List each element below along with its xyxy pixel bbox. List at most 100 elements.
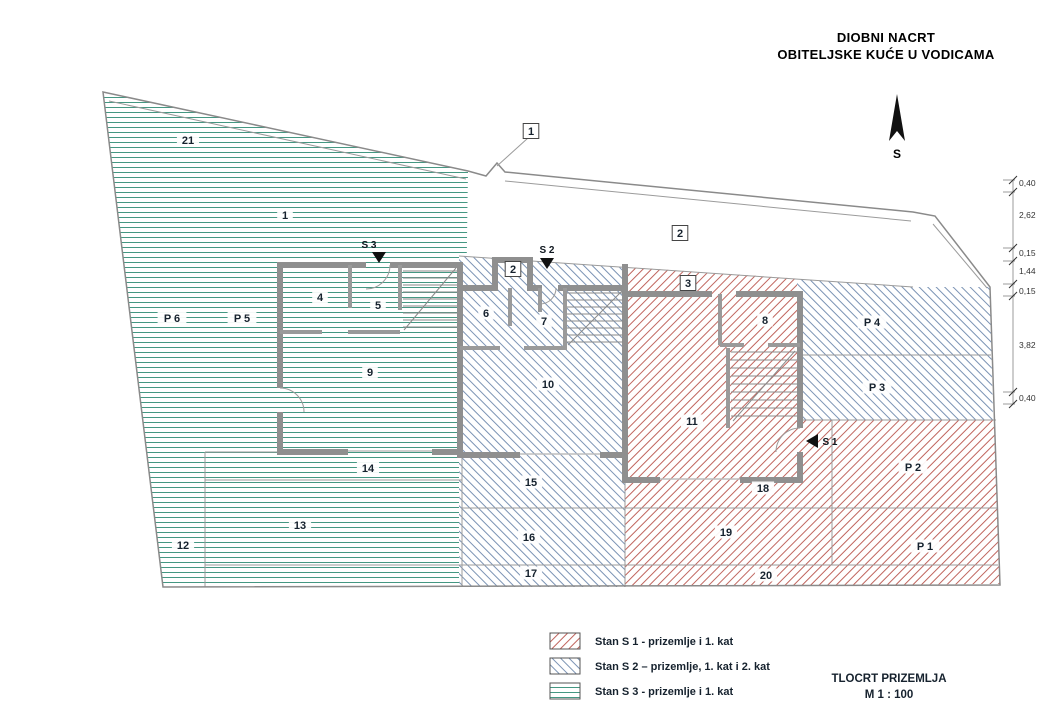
dimension-chain: 0,40 2,62 0,15 1,44 0,15 3,82 0,40 xyxy=(1003,175,1036,409)
title-block: DIOBNI NACRT OBITELJSKE KUĆE U VODICAMA xyxy=(777,30,995,62)
entrance-arrow-down-icon xyxy=(540,258,554,269)
door-arcs xyxy=(279,264,801,453)
svg-text:4: 4 xyxy=(317,292,324,304)
area-label: 15 xyxy=(519,475,543,489)
svg-text:6: 6 xyxy=(483,308,489,320)
svg-text:8: 8 xyxy=(762,315,768,327)
svg-text:P 6: P 6 xyxy=(164,313,180,325)
region-stan-s1-red xyxy=(625,267,1000,586)
svg-text:5: 5 xyxy=(375,300,381,312)
area-label: P 6 xyxy=(157,311,187,325)
area-label: 11 xyxy=(680,414,704,428)
legend-label-s1: Stan S 1 - prizemlje i 1. kat xyxy=(595,636,733,648)
stairs-unit-s3 xyxy=(403,267,457,331)
plan-name: TLOCRT PRIZEMLJA xyxy=(832,673,947,685)
dimension-value: 0,15 xyxy=(1019,248,1036,258)
svg-text:9: 9 xyxy=(367,367,373,379)
fence-inner-line xyxy=(108,100,467,180)
area-label: P 2 xyxy=(898,460,928,474)
region-parcel-p4-p3-blue xyxy=(797,279,993,420)
north-arrow: S xyxy=(889,94,905,161)
region-stan-s2-blue xyxy=(459,256,625,587)
area-label: P 3 xyxy=(862,380,892,394)
region-stan-s3-green xyxy=(103,92,468,587)
ref-leader-line xyxy=(496,137,529,167)
stairs-unit-s2 xyxy=(567,290,623,346)
dimension-value: 0,15 xyxy=(1019,286,1036,296)
entrance-marker-s2-label: S 2 xyxy=(539,245,554,256)
area-label: 18 xyxy=(751,481,775,495)
svg-text:10: 10 xyxy=(542,379,554,391)
svg-text:20: 20 xyxy=(760,570,772,582)
area-label: 10 xyxy=(536,377,560,391)
area-label: 1 xyxy=(277,208,293,222)
svg-text:P 5: P 5 xyxy=(234,313,250,325)
legend: Stan S 1 - prizemlje i 1. kat Stan S 2 –… xyxy=(549,632,770,700)
area-ref-box: 3 xyxy=(679,275,697,291)
legend-swatch-red-hatch xyxy=(549,632,581,650)
legend-label-s2: Stan S 2 – prizemlje, 1. kat i 2. kat xyxy=(595,661,770,673)
entrance-marker-s2: S 2 xyxy=(539,245,555,269)
area-label: 19 xyxy=(714,525,738,539)
hatch-regions xyxy=(103,92,1000,587)
svg-text:1: 1 xyxy=(528,126,534,138)
stairs-unit-s1 xyxy=(731,350,797,422)
entrance-arrow-down-icon xyxy=(372,252,386,263)
svg-text:14: 14 xyxy=(362,463,375,475)
svg-text:15: 15 xyxy=(525,477,537,489)
area-ref-box: 2 xyxy=(671,225,689,241)
svg-text:P 2: P 2 xyxy=(905,462,921,474)
dimension-value: 0,40 xyxy=(1019,178,1036,188)
svg-text:P 4: P 4 xyxy=(864,317,881,329)
area-label: 8 xyxy=(757,313,773,327)
area-label: 20 xyxy=(754,568,778,582)
drawing-title-line1: DIOBNI NACRT xyxy=(837,30,935,45)
area-label: P 5 xyxy=(227,311,257,325)
svg-text:3: 3 xyxy=(685,278,691,290)
dimension-value: 1,44 xyxy=(1019,266,1036,276)
entrance-marker-s3-label: S 3 xyxy=(361,240,376,251)
fence-inner-line xyxy=(504,180,912,222)
svg-text:P 3: P 3 xyxy=(869,382,885,394)
parcel-division-lines xyxy=(204,255,998,587)
site-boundary xyxy=(102,91,1001,588)
area-label: 9 xyxy=(362,365,378,379)
legend-swatch-blue-hatch xyxy=(549,657,581,675)
area-label: 17 xyxy=(519,566,543,580)
area-label: 7 xyxy=(536,314,552,328)
svg-text:2: 2 xyxy=(510,264,516,276)
area-label: 4 xyxy=(312,290,328,304)
area-label: 6 xyxy=(478,306,494,320)
plan-scale: M 1 : 100 xyxy=(865,689,914,701)
area-label: 12 xyxy=(171,538,195,552)
interior-walls xyxy=(280,265,800,428)
area-label: 13 xyxy=(288,518,312,532)
svg-text:7: 7 xyxy=(541,316,547,328)
dimension-value: 2,62 xyxy=(1019,210,1036,220)
legend-swatch-green-hatch xyxy=(549,682,581,700)
svg-text:18: 18 xyxy=(757,483,769,495)
svg-text:P 1: P 1 xyxy=(917,541,933,553)
entrance-marker-s3: S 3 xyxy=(361,240,386,263)
svg-text:17: 17 xyxy=(525,568,537,580)
svg-text:11: 11 xyxy=(686,416,698,428)
area-ref-box: 2 xyxy=(504,261,522,277)
svg-text:19: 19 xyxy=(720,527,732,539)
svg-text:1: 1 xyxy=(282,210,288,222)
svg-text:21: 21 xyxy=(182,135,194,147)
svg-text:13: 13 xyxy=(294,520,306,532)
svg-text:2: 2 xyxy=(677,228,683,240)
area-label: 14 xyxy=(356,461,380,475)
area-label: 16 xyxy=(517,530,541,544)
dimension-value: 0,40 xyxy=(1019,393,1036,403)
svg-text:16: 16 xyxy=(523,532,535,544)
area-label: P 1 xyxy=(910,539,940,553)
area-label: 5 xyxy=(370,298,386,312)
entrance-marker-s1-label: S 1 xyxy=(822,437,837,448)
drawing-title-line2: OBITELJSKE KUĆE U VODICAMA xyxy=(777,47,995,62)
svg-text:12: 12 xyxy=(177,540,189,552)
window-sills xyxy=(348,450,740,480)
